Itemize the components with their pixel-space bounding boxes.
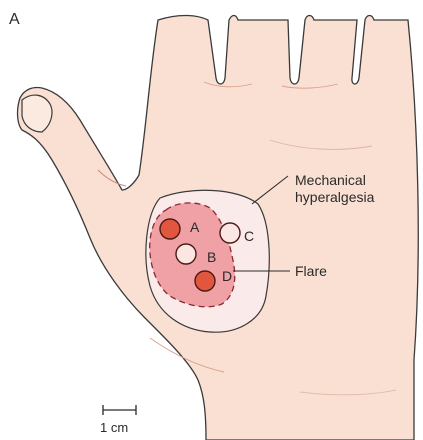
hyperalgesia-label-line-2: hyperalgesia bbox=[295, 189, 375, 205]
scale-bar bbox=[103, 405, 136, 415]
point-d-marker bbox=[195, 271, 215, 291]
point-b-label: B bbox=[207, 249, 216, 265]
panel-label: A bbox=[9, 11, 20, 28]
point-a-label: A bbox=[190, 219, 200, 235]
hyperalgesia-label-line-1: Mechanical bbox=[295, 172, 366, 188]
point-d-label: D bbox=[222, 268, 232, 284]
hyperalgesia-label: Mechanical hyperalgesia bbox=[295, 172, 375, 205]
point-a-marker bbox=[160, 219, 180, 239]
flare-label: Flare bbox=[295, 263, 327, 279]
point-b-marker bbox=[176, 244, 196, 264]
point-c-label: C bbox=[244, 228, 254, 244]
scale-bar-label: 1 cm bbox=[100, 420, 128, 435]
point-c-marker bbox=[220, 223, 240, 243]
